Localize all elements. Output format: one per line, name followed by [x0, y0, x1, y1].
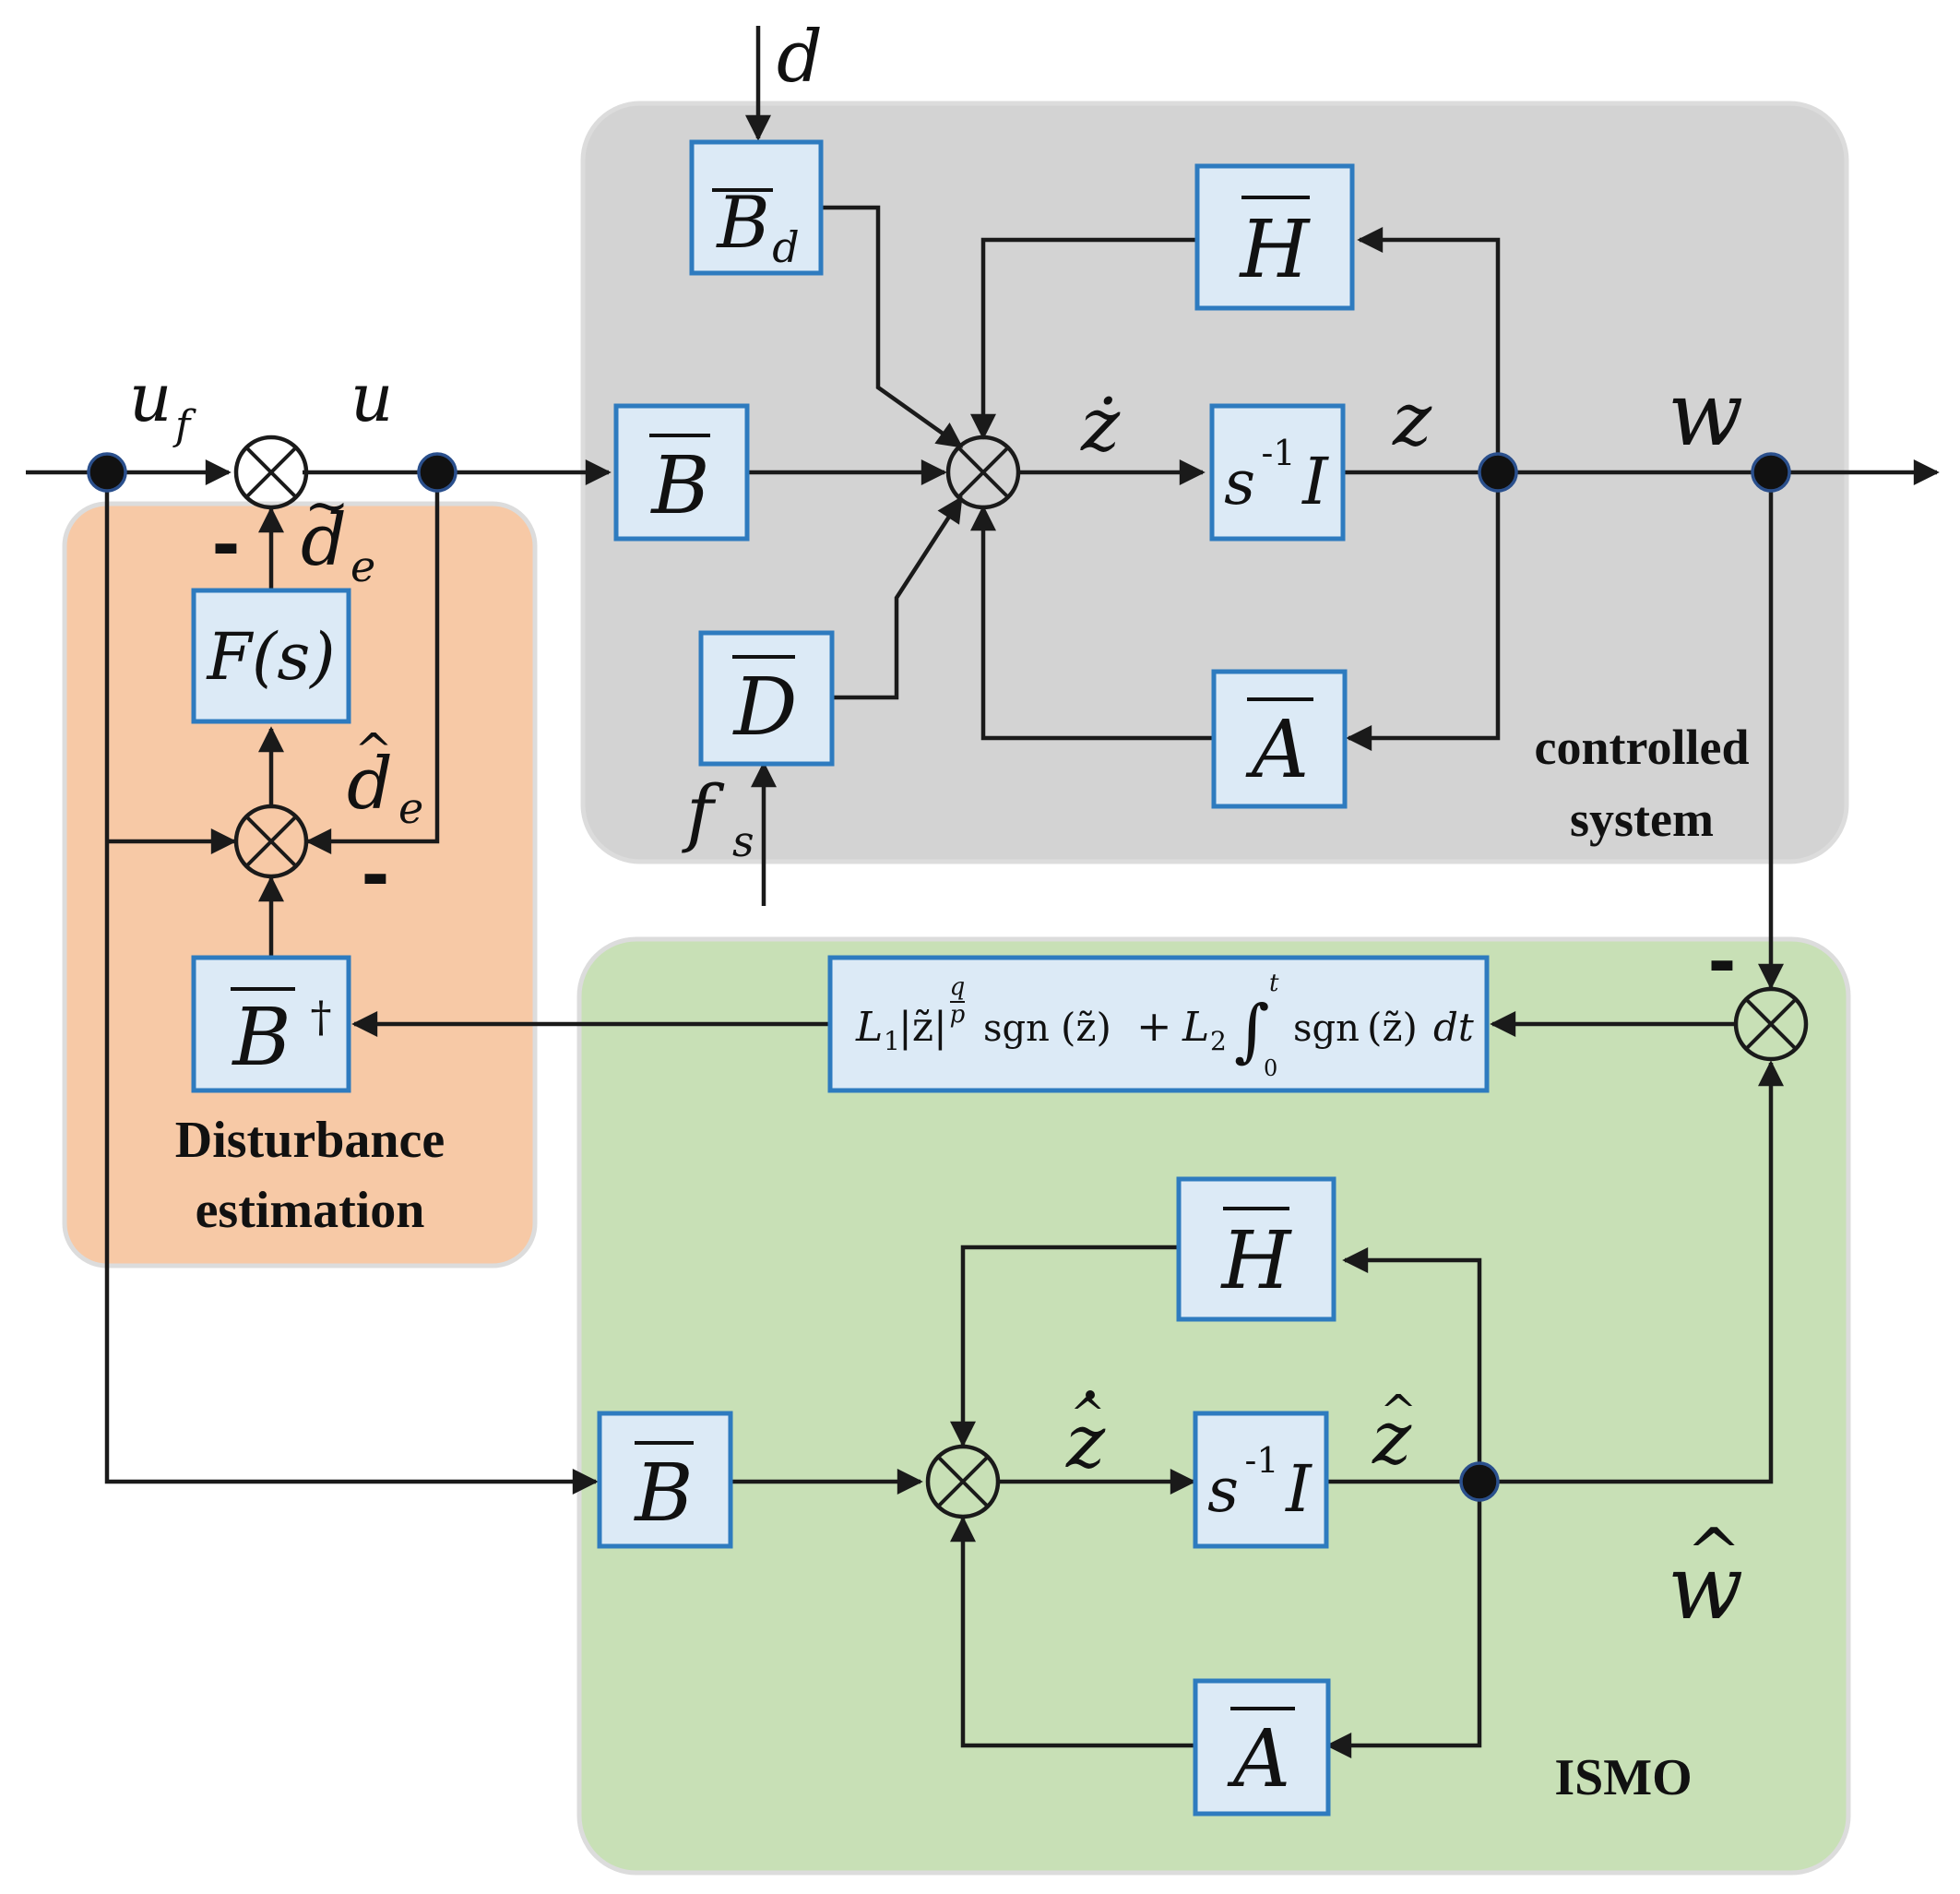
svg-text:B: B: [715, 182, 769, 265]
block-H-top: H: [1194, 163, 1355, 311]
svg-text:∫: ∫: [1234, 991, 1270, 1070]
ismo-label: ISMO: [1554, 1749, 1692, 1806]
block-H-bottom: H: [1176, 1176, 1336, 1322]
sum-plant: [945, 435, 1021, 510]
label-zdot: ż: [1080, 382, 1121, 468]
node-u: [417, 452, 457, 493]
controlled-label-line2: system: [1570, 792, 1714, 847]
svg-text:0: 0: [1264, 1055, 1277, 1081]
svg-text:^: ^: [1380, 1386, 1417, 1437]
svg-text:d: d: [772, 222, 799, 272]
svg-text:A: A: [1227, 1713, 1290, 1805]
svg-text:e: e: [350, 542, 375, 591]
block-sI-top: s -1 I: [1209, 403, 1346, 542]
svg-text:dt: dt: [1433, 1005, 1474, 1050]
svg-text:I: I: [1301, 444, 1329, 519]
svg-text:d: d: [347, 743, 393, 826]
node-w: [1751, 452, 1791, 493]
svg-text:+: +: [1136, 1001, 1172, 1051]
svg-text:p: p: [950, 1001, 966, 1029]
label-u: u: [350, 359, 393, 436]
ismo-region: [576, 936, 1851, 1876]
block-F: F(s): [191, 588, 351, 724]
minus-sign-de-tilde: -: [212, 496, 240, 589]
label-zhat: z ^: [1372, 1386, 1417, 1481]
svg-text:f: f: [172, 402, 196, 449]
sum-disturbance: [233, 804, 309, 879]
connections: [26, 26, 1940, 1758]
block-B-top: B: [613, 403, 750, 542]
block-sI-bottom: s -1 I: [1193, 1411, 1329, 1549]
svg-text:|z̃|: |z̃|: [898, 1004, 947, 1051]
svg-text:B: B: [231, 992, 291, 1084]
svg-text:sgn: sgn: [983, 1007, 1050, 1050]
svg-text:s: s: [732, 816, 754, 866]
label-w: w: [1668, 363, 1743, 466]
block-Bd: B d: [689, 139, 824, 276]
svg-text:s: s: [1224, 447, 1255, 518]
svg-text:(z̃): (z̃): [1061, 1005, 1111, 1050]
label-z: z: [1392, 376, 1432, 462]
label-d: d: [777, 16, 823, 99]
node-z: [1478, 452, 1518, 493]
block-D: D: [698, 630, 835, 767]
svg-text:L: L: [855, 1004, 883, 1051]
svg-text:z: z: [1372, 1395, 1412, 1481]
sum-input: [233, 435, 309, 510]
svg-text:q: q: [950, 973, 966, 1001]
label-de-tilde: d e ~: [301, 474, 375, 591]
block-B-bottom: B: [597, 1411, 733, 1549]
sum-ismo: [925, 1444, 1001, 1519]
svg-text:w: w: [1668, 1536, 1743, 1639]
label-what: w ^: [1668, 1514, 1743, 1639]
svg-text:F(s): F(s): [205, 619, 335, 695]
svg-text:-1: -1: [1244, 1440, 1278, 1481]
svg-text:†: †: [311, 992, 332, 1042]
svg-text:H: H: [1220, 1215, 1293, 1307]
svg-text:e: e: [398, 783, 423, 833]
node-uf: [87, 452, 127, 493]
svg-text:B: B: [633, 1447, 693, 1540]
svg-text:^: ^: [1686, 1514, 1741, 1591]
svg-text:d: d: [301, 499, 347, 582]
block-A-bottom: A: [1193, 1678, 1331, 1817]
disturbance-estimation-region: [62, 501, 538, 1269]
minus-sign-de-hat: -: [362, 827, 389, 919]
disturbance-label-line1: Disturbance: [175, 1112, 445, 1169]
node-zhat: [1459, 1461, 1500, 1502]
label-de-hat: d e ^: [347, 723, 423, 833]
svg-text:B: B: [649, 440, 709, 532]
block-A-top: A: [1211, 669, 1348, 809]
minus-sign-error: -: [1708, 913, 1736, 1006]
svg-text:-1: -1: [1261, 433, 1295, 473]
svg-text:D: D: [732, 661, 798, 754]
svg-text:(z̃): (z̃): [1367, 1005, 1418, 1050]
svg-text:s: s: [1207, 1455, 1239, 1526]
svg-text:2: 2: [1210, 1026, 1227, 1056]
svg-text:z: z: [1065, 1399, 1106, 1484]
svg-text:H: H: [1239, 204, 1312, 296]
svg-text:sgn: sgn: [1293, 1007, 1360, 1050]
svg-text:A: A: [1245, 704, 1309, 796]
svg-text:1: 1: [884, 1026, 900, 1056]
svg-text:t: t: [1269, 970, 1279, 997]
block-sliding-mode-law: L 1 |z̃| q p sgn (z̃) + L 2 ∫ t 0 sgn (z…: [827, 955, 1490, 1093]
block-B-dagger: B †: [191, 955, 351, 1093]
svg-text:^: ^: [354, 723, 393, 777]
svg-text:I: I: [1284, 1451, 1313, 1527]
svg-text:u: u: [129, 359, 172, 436]
label-zhat-dot: z ^: [1065, 1388, 1106, 1484]
disturbance-label-line2: estimation: [196, 1182, 425, 1239]
svg-text:~: ~: [304, 474, 350, 537]
svg-text:L: L: [1182, 1004, 1209, 1051]
controlled-label-line1: controlled: [1535, 720, 1750, 775]
sum-error: [1733, 986, 1809, 1062]
label-uf: u f: [129, 359, 196, 449]
